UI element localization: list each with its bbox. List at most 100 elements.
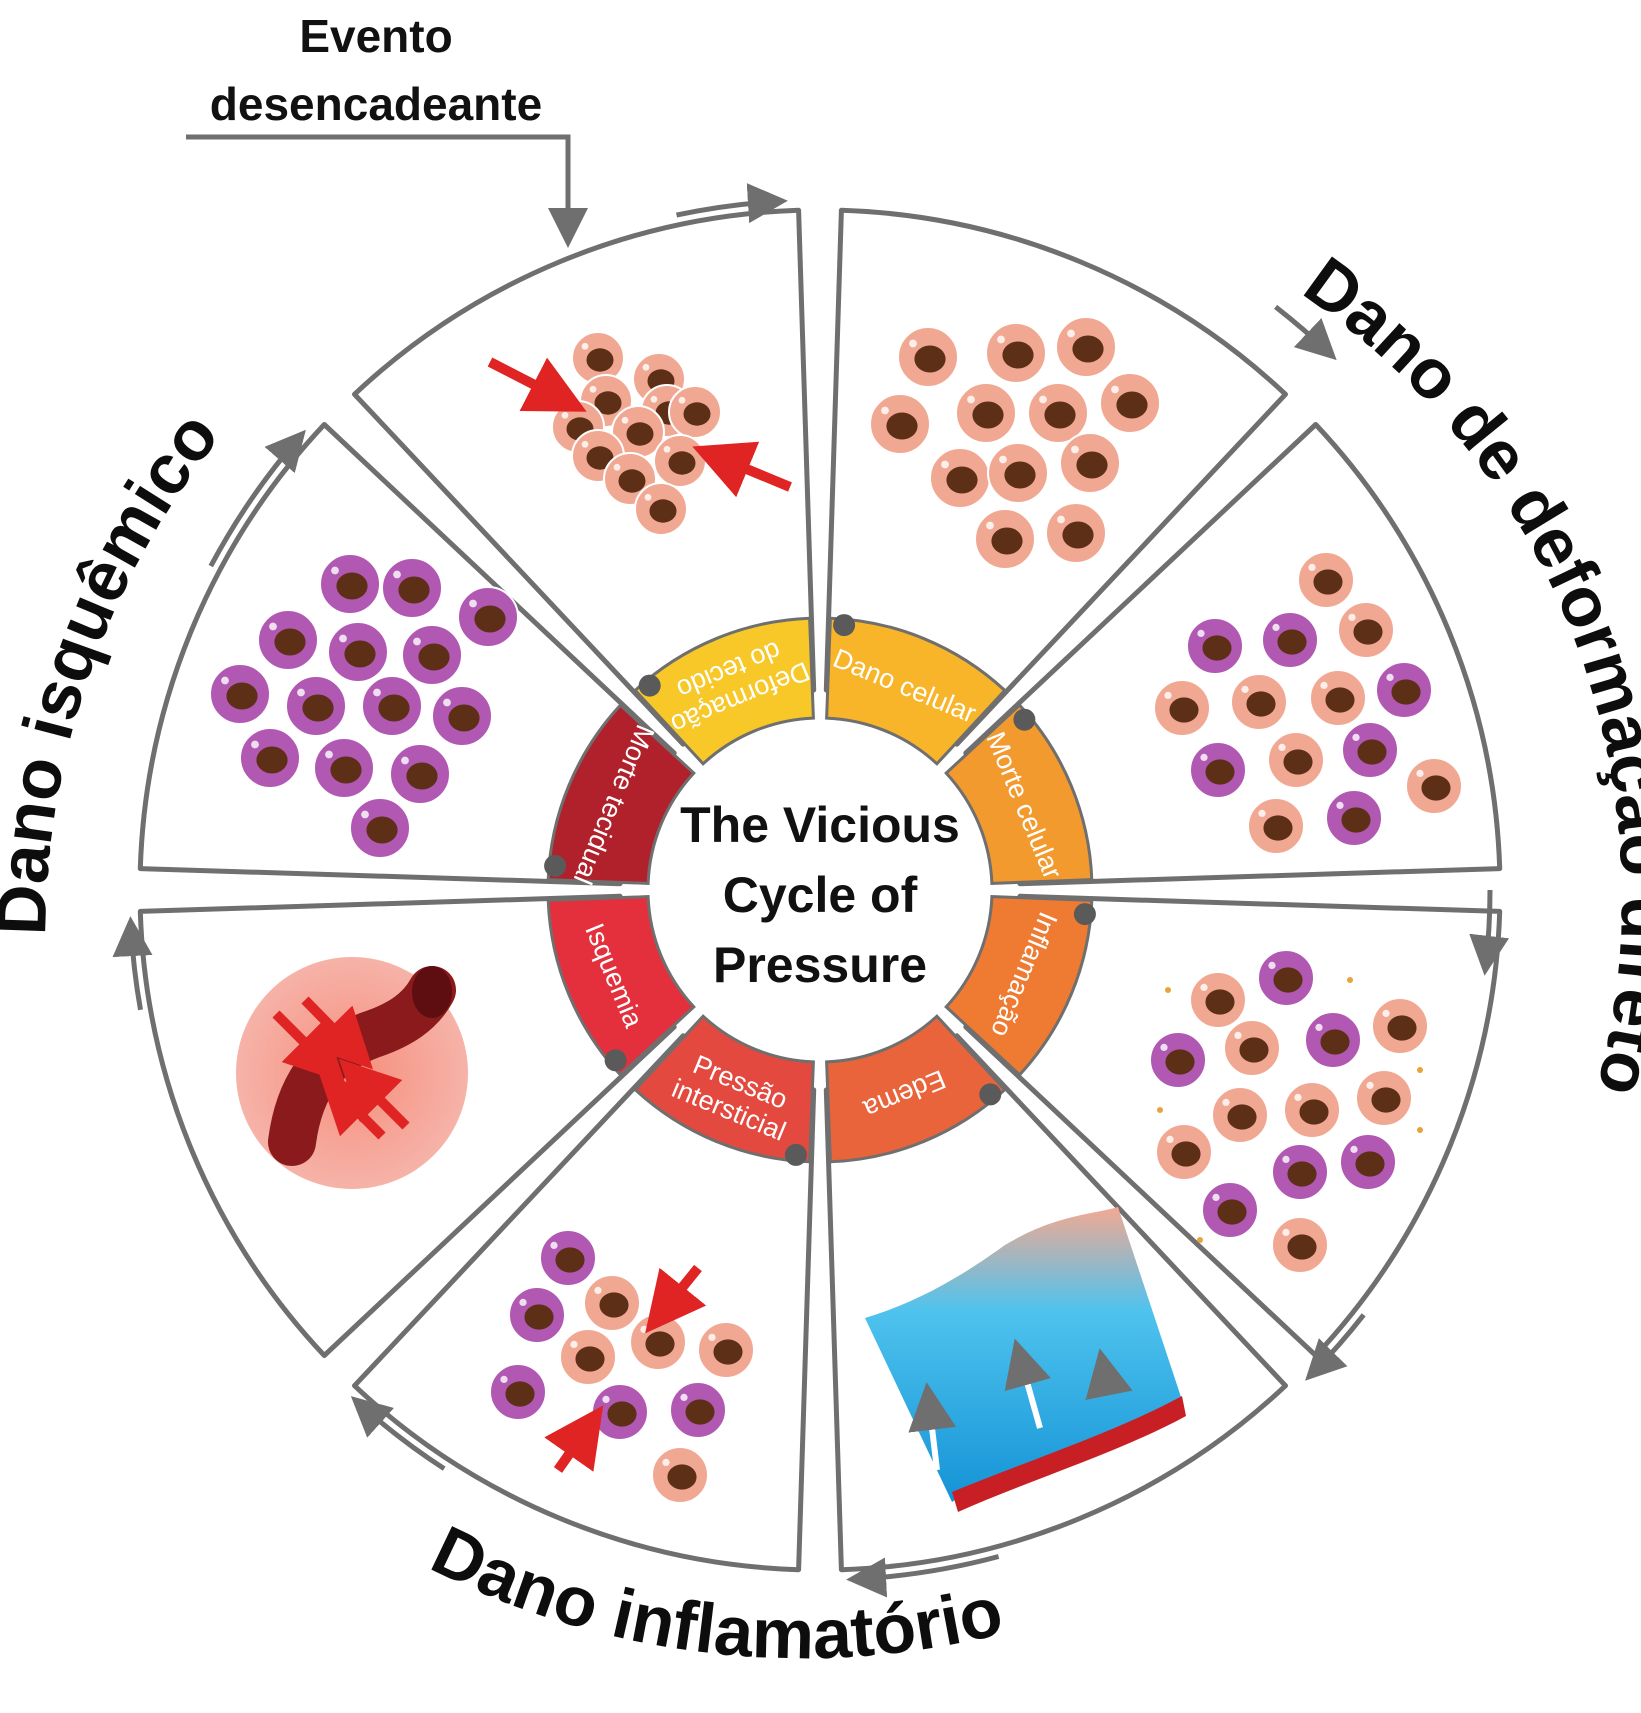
trigger-line-1: Evento [299,10,453,62]
segment-deformacao-tecido [633,616,815,766]
cell-icon [1223,1019,1281,1077]
cell-icon [611,405,665,459]
inflammation-illustration [1149,949,1429,1274]
cell-icon [1055,316,1117,378]
cell-icon [629,1313,687,1371]
fluid-arrow-icon [1085,1348,1133,1401]
center-title: The Vicious Cycle of Pressure [590,790,1050,1000]
cell-icon [1149,1031,1207,1089]
cell-icon [257,609,319,671]
cycle-arrow-right [1469,889,1509,976]
cell-icon [1230,673,1288,731]
cell-icon [974,508,1036,570]
tissue-death-illustration [209,553,519,859]
cell-icon [591,1383,649,1441]
connector-dot [784,1143,807,1166]
cell-icon [1375,661,1433,719]
trigger-event-label: Evento desencadeante [176,2,576,138]
segment-pressao-intersticial [633,1014,815,1164]
interstitial-pressure-illustration [489,1229,755,1504]
cell-icon [313,737,375,799]
cell-icon [1271,1143,1329,1201]
segment-morte-tecidual [546,703,696,885]
cell-icon [1355,1069,1413,1127]
cell-icon [401,624,463,686]
cell-icon [389,743,451,805]
cycle-arrow-bottom [846,1554,1000,1598]
cycle-arrow-lower-left [350,1396,446,1471]
cell-icon [1261,611,1319,669]
connector-dot [1073,903,1096,926]
cell-icon [1211,1086,1269,1144]
cell-icon [1247,797,1305,855]
cell-icon [381,557,443,619]
cell-icon [571,429,625,483]
segment-morte-celular [944,703,1094,885]
cell-icon [361,675,423,737]
pressure-arrow-icon [544,1405,604,1473]
pressure-arrow-icon [301,996,373,1070]
cell-icon [1186,617,1244,675]
cell-icon [1309,669,1367,727]
cell-icon [987,442,1049,504]
cell-icon [897,326,959,388]
cell-icon [583,1274,641,1332]
pressure-arrow-icon [692,441,792,498]
pressure-arrow-icon [645,1264,707,1334]
cell-icon [668,385,722,439]
cell-icon [985,322,1047,384]
ischemia-vessel-illustration [236,957,468,1189]
cell-icon [955,382,1017,444]
blood-vessel-wall [952,1396,1186,1512]
center-title-line-2: Cycle of [722,867,918,923]
fluid-arrow-icon [908,1382,957,1471]
cell-icon [1304,1011,1362,1069]
cell-icon [1371,997,1429,1055]
segment-isquemia [546,895,696,1077]
cell-death-illustration [1153,551,1463,855]
cell-icon [508,1286,566,1344]
cell-icon [1099,372,1161,434]
cell-icon [1153,679,1211,737]
cell-icon [869,393,931,455]
cell-icon [1257,949,1315,1007]
edema-illustration [865,1207,1186,1512]
cell-icon [1337,601,1395,659]
center-title-line-1: The Vicious [680,797,960,853]
cell-icon [539,1229,597,1287]
segment-edema [825,1014,1007,1164]
tissue-deformation-illustration [487,331,792,536]
cell-icon [327,621,389,683]
cell-icon [634,482,688,536]
cell-icon [431,685,493,747]
cycle-arrow-left [112,916,153,1011]
cell-icon [1341,721,1399,779]
connector-dot [1013,708,1036,731]
cell-icon [1283,1081,1341,1139]
cycle-arrow-lower-right [1305,1313,1366,1381]
cell-icon [559,1328,617,1386]
cell-icon [285,675,347,737]
connector-dot [544,854,567,877]
cell-icon [669,1381,727,1439]
cell-icon [1297,551,1355,609]
cell-icon [239,727,301,789]
cycle-arrow-top [675,183,788,224]
cell-icon [1325,789,1383,847]
connector-dot [638,674,661,697]
cell-icon [651,1446,709,1504]
trigger-line-2: desencadeante [209,78,543,130]
cell-icon [1271,1216,1329,1274]
cell-icon [1059,432,1121,494]
cell-icon [1267,731,1325,789]
cell-icon [1405,757,1463,815]
cell-icon [319,553,381,615]
pressure-arrow-icon [318,1072,386,1140]
cell-icon [1201,1181,1259,1239]
cell-icon [489,1363,547,1421]
cell-damage-illustration [869,316,1161,570]
segment-inflamacao [944,895,1094,1077]
connector-dot [833,614,856,637]
